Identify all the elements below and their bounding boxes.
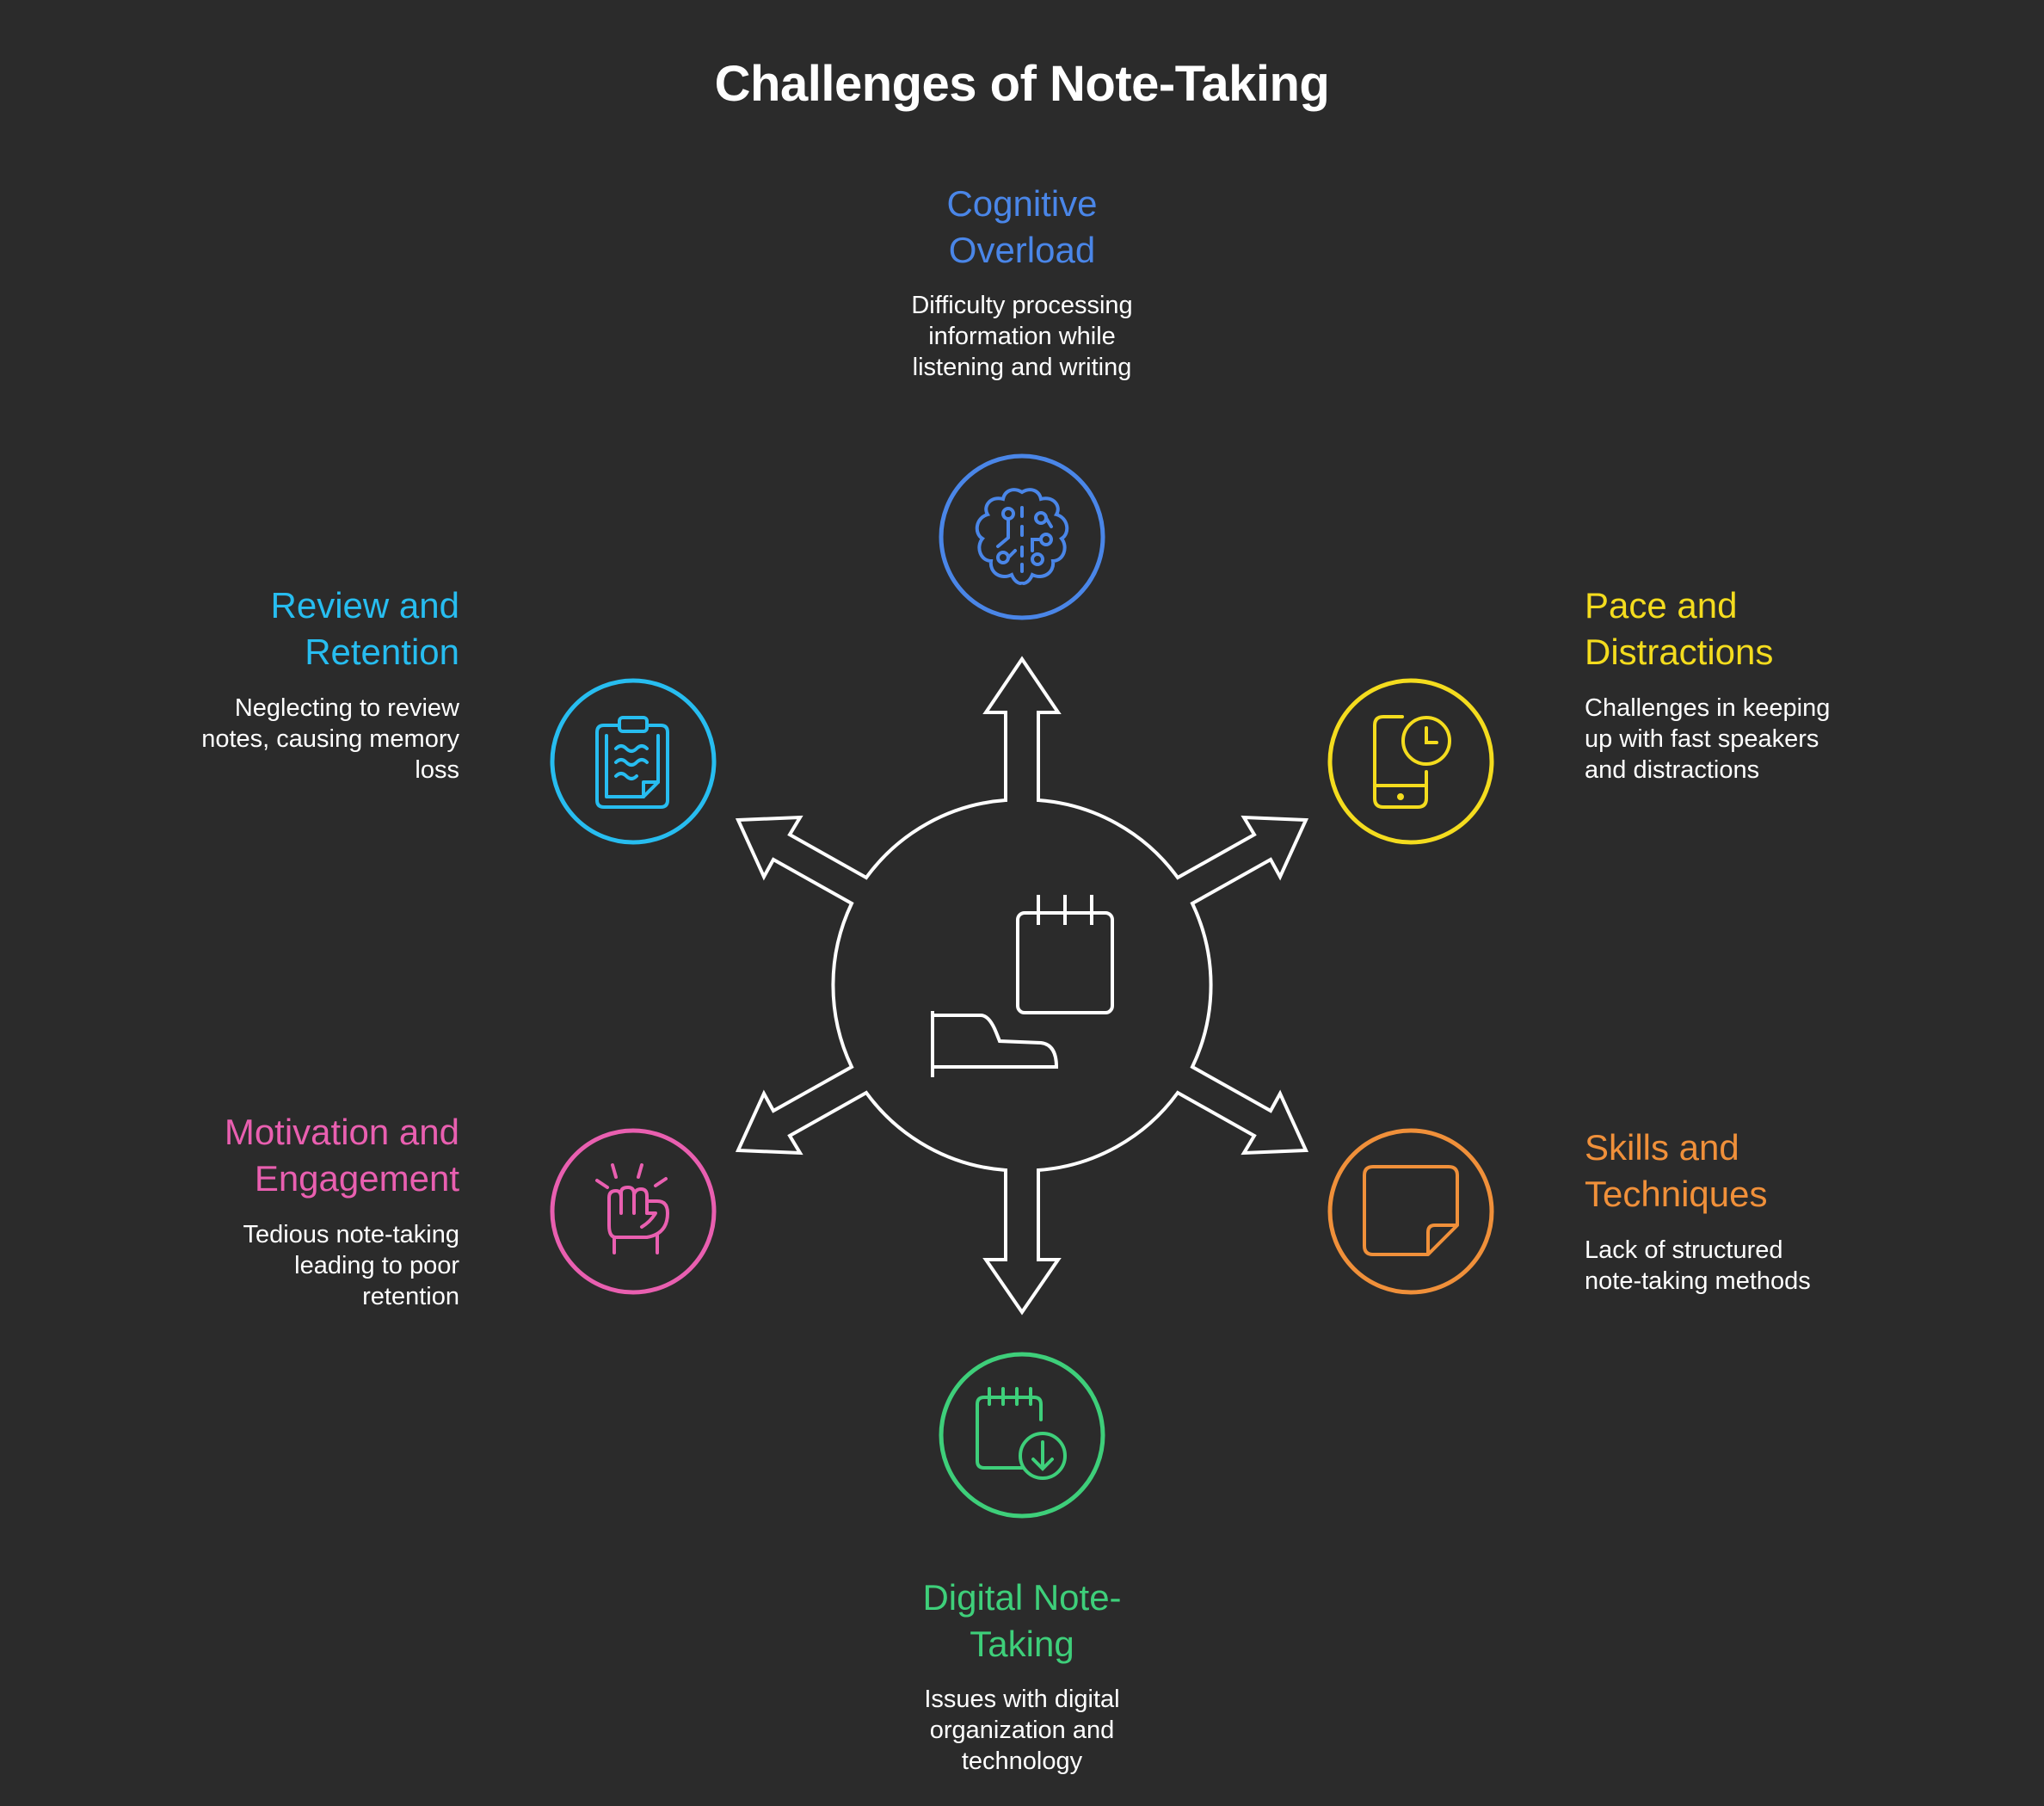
pace-node	[1327, 678, 1494, 845]
pace-circle	[1327, 678, 1494, 845]
notebook-and-pen-icon	[931, 895, 1114, 1077]
phone-clock-icon	[1373, 715, 1451, 809]
calendar-download-icon	[976, 1387, 1067, 1480]
motivation-description: Tedious note-taking leading to poor rete…	[243, 1221, 460, 1310]
review-circle	[550, 678, 717, 845]
brain-circuit-icon	[975, 488, 1069, 585]
central-hub	[735, 656, 1309, 1316]
sticky-note-icon	[1363, 1165, 1459, 1256]
pace-label: Pace and Distractions	[1585, 585, 1774, 672]
motivation-label: Motivation and Engagement	[224, 1112, 459, 1199]
digital-circle	[939, 1352, 1105, 1519]
review-node	[550, 678, 717, 845]
skills-node	[1327, 1128, 1494, 1295]
review-description: Neglecting to review notes, causing memo…	[201, 694, 459, 784]
skills-label: Skills and Techniques	[1585, 1127, 1768, 1214]
cognitive-node	[939, 453, 1105, 620]
skills-description: Lack of structured note-taking methods	[1585, 1236, 1811, 1295]
clipboard-notes-icon	[595, 716, 669, 809]
digital-node	[939, 1352, 1105, 1519]
motivation-node	[550, 1128, 717, 1295]
raised-fist-icon	[595, 1163, 669, 1254]
pace-description: Challenges in keeping up with fast speak…	[1585, 694, 1831, 784]
skills-circle	[1327, 1128, 1494, 1295]
review-label: Review and Retention	[270, 585, 459, 672]
page-title: Challenges of Note-Taking	[714, 56, 1330, 112]
digital-description: Issues with digital organization and tec…	[924, 1686, 1120, 1775]
cognitive-circle	[939, 453, 1105, 620]
motivation-circle	[550, 1128, 717, 1295]
cognitive-label: Cognitive Overload	[946, 183, 1098, 270]
digital-label: Digital Note-Taking	[922, 1577, 1122, 1664]
cognitive-description: Difficulty processing information while …	[911, 292, 1133, 381]
hub-circle-with-arrows	[735, 656, 1309, 1316]
